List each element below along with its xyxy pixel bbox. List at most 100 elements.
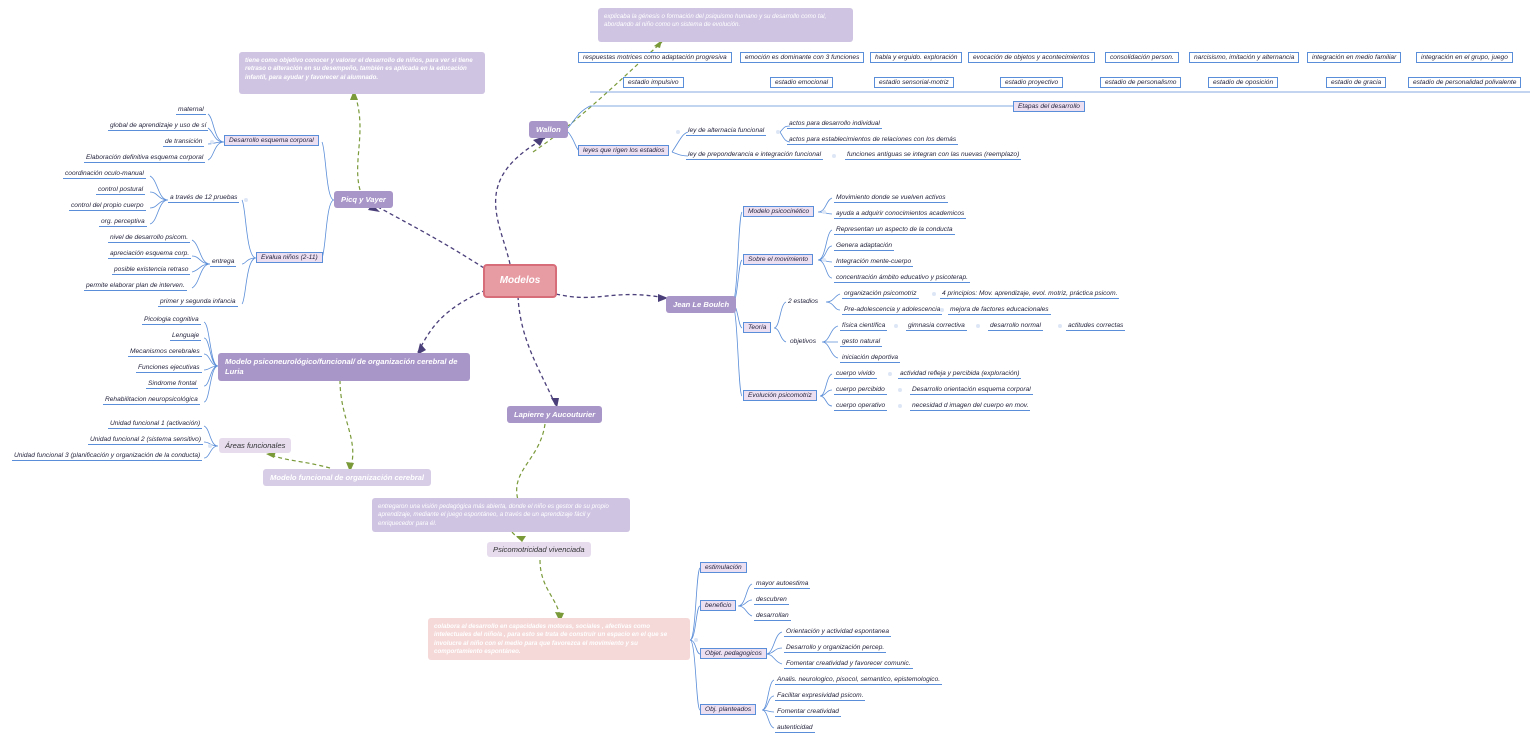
desarrollo-esquema-node[interactable]: Desarrollo esquema corporal: [224, 135, 319, 146]
ley-2: ley de preponderancia e integración func…: [686, 151, 824, 160]
desarrollo-item-4: Elaboración definitiva esquema corporal: [84, 154, 206, 163]
modelo-item-1: Movimiento donde se vuelven activos: [834, 194, 948, 203]
connector-dot: [208, 444, 212, 448]
objet-2: Desarrollo y organización percep.: [784, 644, 887, 653]
areas-funcionales-node[interactable]: Áreas funcionales: [219, 438, 292, 453]
desarrollo-item-2: global de aprendizaje y uso de sí: [108, 122, 209, 131]
objet-pedagogicos-node[interactable]: Objet. pedagogicos: [700, 648, 767, 659]
sobre-movimiento-node[interactable]: Sobre el movimiento: [743, 254, 814, 265]
connector-dot: [694, 638, 698, 642]
stage-8[interactable]: estadio de personalidad polivalente: [1408, 77, 1522, 88]
desarrollo-item-3: de transición: [163, 138, 205, 147]
modelo-psicocinetico-node[interactable]: Modelo psicocinético: [743, 206, 815, 217]
connector-dot: [898, 388, 902, 392]
cuerpo-vivido: cuerpo vivido: [834, 370, 877, 379]
stage-desc-8[interactable]: integración en el grupo, juego: [1416, 52, 1513, 63]
stage-desc-1[interactable]: respuestas motrices como adaptación prog…: [578, 52, 732, 63]
etapas-node[interactable]: Etapas del desarrollo: [1013, 101, 1085, 112]
cuerpo-vivido-desc: actividad refleja y percibida (exploraci…: [898, 370, 1022, 379]
root-node[interactable]: Modelos: [483, 264, 557, 298]
picq-note: tiene como objetivo conocer y valorar el…: [239, 52, 485, 94]
luria-node[interactable]: Modelo psiconeurológico/funcional/ de or…: [218, 353, 470, 381]
connector-dot: [776, 130, 780, 134]
stage-1[interactable]: estadio impulsivo: [623, 77, 684, 88]
teoria-node[interactable]: Teoría: [743, 322, 772, 333]
modelo-funcional-node[interactable]: Modelo funcional de organización cerebra…: [263, 469, 432, 486]
objet-3: Fomentar creatividad y favorecer comunic…: [784, 660, 913, 669]
fisica-cientifica: física científica: [840, 322, 888, 331]
stage-6[interactable]: estadio de oposición: [1208, 77, 1279, 88]
boulch-node[interactable]: Jean Le Boulch: [666, 296, 737, 313]
connector-dot: [832, 154, 836, 158]
stage-desc-7[interactable]: integración en medio familiar: [1307, 52, 1402, 63]
cuerpo-percibido-desc: Desarrollo orientación esquema corporal: [910, 386, 1033, 395]
mejora-factores: mejora de factores educacionales: [948, 306, 1051, 315]
movimiento-item-1: Representan un aspecto de la conducta: [834, 226, 955, 235]
wallon-node[interactable]: Wallon: [529, 121, 568, 138]
entrega-1: nivel de desarrollo psicom.: [108, 234, 191, 243]
movimiento-item-4: concentración ámbito educativo y psicote…: [834, 274, 970, 283]
gimnasia-correctiva: gimnasia correctiva: [906, 322, 967, 331]
pruebas-node: a través de 12 pruebas: [168, 194, 240, 203]
desarrollo-normal: desarrollo normal: [988, 322, 1043, 331]
cuerpo-percibido: cuerpo percibido: [834, 386, 887, 395]
stage-desc-5[interactable]: consolidación person.: [1105, 52, 1179, 63]
beneficio-1: mayor autoestima: [754, 580, 811, 589]
luria-item-2: Lenguaje: [170, 332, 202, 341]
objet-1: Orientación y actividad espontanea: [784, 628, 892, 637]
prueba-2: control postural: [96, 186, 146, 195]
stage-desc-6[interactable]: narcisismo, imitación y alternancia: [1189, 52, 1300, 63]
beneficio-node[interactable]: beneficio: [700, 600, 737, 611]
pre-adolescencia: Pre-adolescencia y adolescencia: [842, 306, 943, 315]
stage-desc-4[interactable]: evocación de objetos y acontecimientos: [968, 52, 1095, 63]
connector-dot: [976, 324, 980, 328]
ley-1-item-2: actos para establecimientos de relacione…: [787, 136, 959, 145]
objetivos: objetivos: [790, 338, 817, 345]
estimulacion-node[interactable]: estimulación: [700, 562, 747, 573]
connector-dot: [822, 258, 826, 262]
connector-dot: [940, 308, 944, 312]
unidad-2: Unidad funcional 2 (sistema sensitivo): [88, 436, 204, 445]
connector-dot: [888, 372, 892, 376]
stage-2[interactable]: estadio emocional: [770, 77, 834, 88]
evolucion-psicomotriz-node[interactable]: Evolución psicomotriz: [743, 390, 817, 401]
leyes-node[interactable]: leyes que rigen los estadios: [578, 145, 670, 156]
luria-item-6: Rehabilitacion neuropsicológica: [103, 396, 200, 405]
luria-item-1: Picologia cognitiva: [142, 316, 201, 325]
cuerpo-operativo-desc: necesidad d imagen del cuerpo en mov.: [910, 402, 1031, 411]
prueba-3: control del propio cuerpo: [69, 202, 146, 211]
unidad-3: Unidad funcional 3 (planificación y orga…: [12, 452, 203, 461]
connector-dot: [676, 130, 680, 134]
entrega-3: posible existencia retraso: [112, 266, 191, 275]
unidad-1: Unidad funcional 1 (activación): [108, 420, 203, 429]
obj-planteados-node[interactable]: Obj. planteados: [700, 704, 757, 715]
connector-dot: [898, 404, 902, 408]
objp-3: Fomentar creatividad: [775, 708, 841, 717]
ley-1: ley de alternacia funcional: [686, 127, 767, 136]
psicomotricidad-vivenciada-node[interactable]: Psicomotricidad vivenciada: [487, 542, 591, 557]
stage-desc-3[interactable]: habla y erguido. exploración: [870, 52, 963, 63]
stage-3[interactable]: estadio sensorial-motriz: [874, 77, 954, 88]
picq-vayer-node[interactable]: Picq y Vayer: [334, 191, 393, 208]
lapierre-note: entregaron una visión pedagógica más abi…: [372, 498, 630, 532]
entrega-4: permite elaborar plan de interven.: [84, 282, 187, 291]
lapierre-node[interactable]: Lapierre y Aucouturier: [507, 406, 603, 423]
stage-4[interactable]: estadio proyectivo: [1000, 77, 1064, 88]
wallon-note: explicaba la génesis o formación del psi…: [598, 8, 853, 42]
entrega-node: entrega: [210, 258, 237, 267]
connector-dot: [822, 210, 826, 214]
modelo-item-2: ayuda a adquirir conocimientos academico…: [834, 210, 967, 219]
stage-5[interactable]: estadio de personalismo: [1100, 77, 1182, 88]
stage-7[interactable]: estadio de gracia: [1326, 77, 1387, 88]
evalua-node[interactable]: Evalua niños (2-11): [256, 252, 323, 263]
cuerpo-operativo: cuerpo operativo: [834, 402, 888, 411]
stage-desc-2[interactable]: emoción es dominante con 3 funciones: [740, 52, 865, 63]
connector-dot: [210, 140, 214, 144]
luria-item-3: Mecanismos cerebrales: [128, 348, 202, 357]
dos-estadios: 2 estadios: [788, 298, 819, 305]
lapierre-note-2: colabora al desarrollo en capacidades mo…: [428, 618, 690, 660]
objp-4: autenticidad: [775, 724, 815, 733]
objp-1: Analis. neurologico, pisocol, semantico,…: [775, 676, 943, 685]
